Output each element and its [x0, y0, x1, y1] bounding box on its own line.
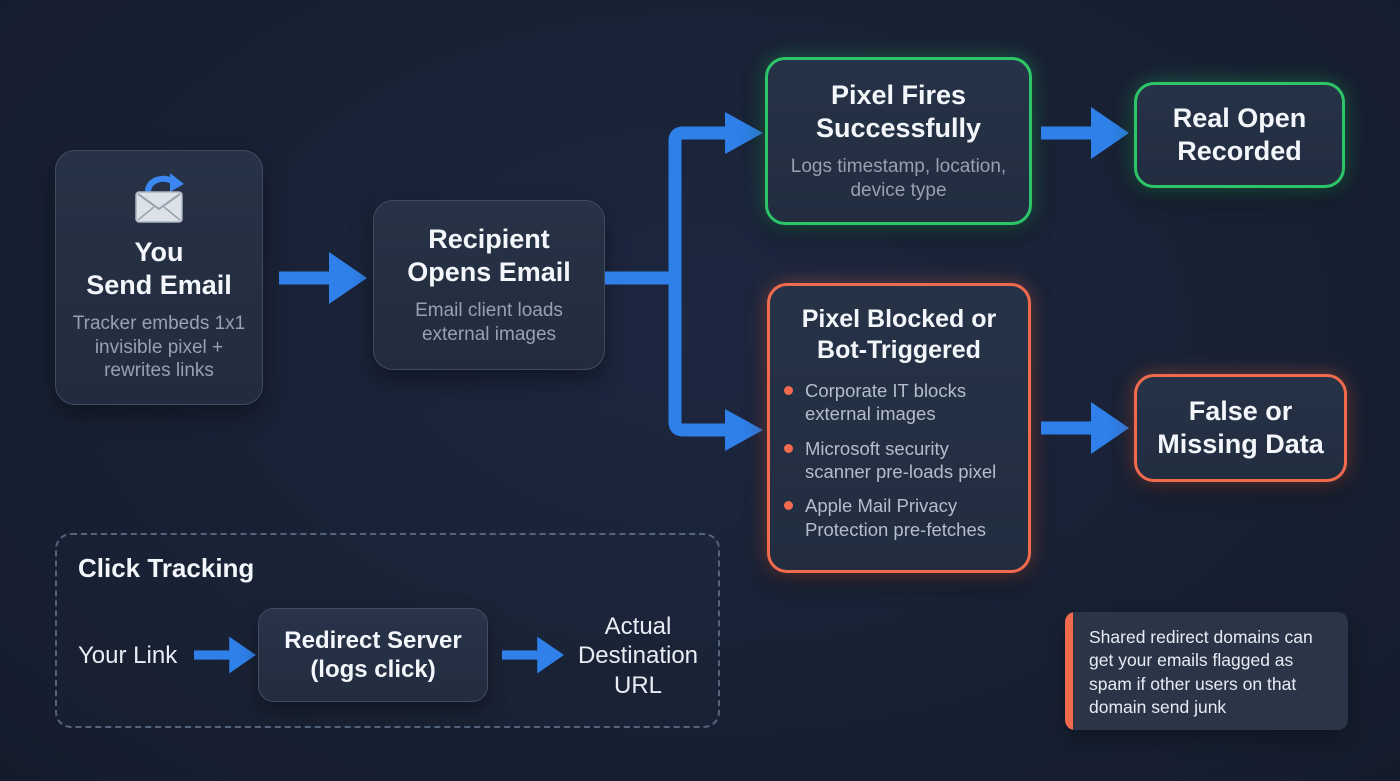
title-line: Real Open	[1172, 103, 1307, 134]
arrow-success-to-result-icon	[1041, 107, 1129, 159]
warning-accent-bar	[1065, 612, 1073, 730]
node-redirect-server: Redirect Server (logs click)	[258, 608, 488, 702]
branch-connector-icon	[605, 112, 763, 451]
click-tracking-section	[55, 533, 720, 728]
node-pixel-blocked: Pixel Blocked or Bot-Triggered Corporate…	[767, 283, 1031, 573]
shared-domain-warning-note: Shared redirect domains can get your ema…	[1065, 612, 1348, 730]
title-line: Bot-Triggered	[817, 335, 981, 364]
node-title: False or Missing Data	[1157, 395, 1324, 461]
bullet-dot-icon	[784, 501, 793, 511]
bullet-text: Microsoft security scanner pre-loads pix…	[805, 437, 997, 482]
arrow-server-to-destination-icon	[502, 636, 564, 674]
node-subtitle: Logs timestamp, location, device type	[790, 156, 1007, 201]
node-false-or-missing-data: False or Missing Data	[1134, 374, 1347, 482]
title-line: Recipient	[428, 224, 550, 255]
arrow-link-to-server-icon	[194, 636, 256, 674]
envelope-with-arrow-icon	[135, 172, 184, 223]
title-line: Missing Data	[1157, 429, 1324, 459]
title-line: Send Email	[86, 269, 232, 300]
node-title: Pixel Blocked or Bot-Triggered	[802, 304, 997, 365]
bullet-text: Corporate IT blocks external images	[805, 380, 967, 425]
node-title: You Send Email	[86, 236, 232, 302]
node-recipient-opens-email: Recipient Opens Email Email client loads…	[373, 200, 605, 370]
title-line: Pixel Fires	[830, 80, 967, 111]
title-line: Pixel Blocked or	[801, 305, 997, 334]
node-title: Recipient Opens Email	[407, 223, 571, 289]
bullet-text: Apple Mail Privacy Protection pre-fetche…	[805, 495, 986, 540]
list-item: Microsoft security scanner pre-loads pix…	[782, 437, 1016, 484]
title-line: Opens Email	[407, 257, 571, 288]
title-line: Successfully	[815, 113, 982, 144]
node-subtitle: Tracker embeds 1x1 invisible pixel + rew…	[72, 312, 246, 382]
destination-url-label: Actual Destination URL	[577, 613, 699, 699]
arrow-send-to-open-icon	[279, 252, 367, 304]
list-item: Apple Mail Privacy Protection pre-fetche…	[782, 494, 1016, 541]
bullet-dot-icon	[784, 443, 793, 453]
blocked-reasons-list: Corporate IT blocks external images Micr…	[782, 379, 1016, 552]
node-you-send-email: You Send Email Tracker embeds 1x1 invisi…	[55, 150, 263, 405]
node-real-open-recorded: Real Open Recorded	[1134, 82, 1345, 188]
click-tracking-title: Click Tracking	[78, 553, 255, 583]
note-text: Shared redirect domains can get your ema…	[1089, 627, 1313, 717]
node-title: Real Open Recorded	[1173, 102, 1307, 168]
title-line: Recorded	[1177, 136, 1302, 166]
node-subtitle: Email client loads external images	[415, 300, 563, 345]
title-line: You	[134, 236, 184, 267]
title-line: (logs click)	[310, 656, 436, 683]
your-link-label: Your Link	[78, 642, 178, 669]
title-line: False or	[1188, 396, 1293, 427]
arrow-blocked-to-result-icon	[1041, 402, 1129, 454]
bullet-dot-icon	[784, 386, 793, 396]
title-line: Redirect Server	[284, 626, 462, 654]
node-title: Pixel Fires Successfully	[816, 79, 981, 145]
node-title: Redirect Server (logs click)	[284, 626, 461, 685]
node-pixel-fires-successfully: Pixel Fires Successfully Logs timestamp,…	[765, 57, 1032, 225]
list-item: Corporate IT blocks external images	[782, 379, 1016, 426]
